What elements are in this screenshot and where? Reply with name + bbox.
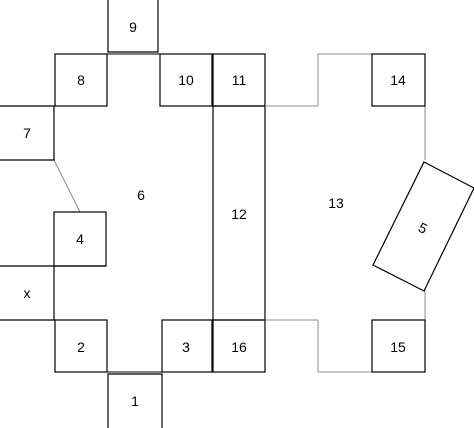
room-4: 4 xyxy=(53,211,107,267)
room-5-label: 5 xyxy=(416,219,430,237)
room-4-label: 4 xyxy=(76,231,84,247)
room-10: 10 xyxy=(159,53,213,107)
room-15: 15 xyxy=(371,319,426,373)
room-12: 12 xyxy=(212,105,266,321)
room-8-label: 8 xyxy=(77,72,85,88)
room-3-label: 3 xyxy=(182,339,190,355)
room-11-label: 11 xyxy=(232,72,247,88)
room-x: x xyxy=(0,265,106,321)
room-10-label: 10 xyxy=(178,72,194,88)
room-13-label: 13 xyxy=(328,195,344,211)
room-7: 7 xyxy=(0,105,55,161)
room-14: 14 xyxy=(371,53,426,107)
region-6-outline xyxy=(53,53,212,373)
room-16: 16 xyxy=(212,319,266,373)
room-1: 1 xyxy=(107,373,163,428)
room-5: 5 xyxy=(372,161,474,292)
room-3: 3 xyxy=(161,319,213,373)
room-2-label: 2 xyxy=(77,339,85,355)
room-16-label: 16 xyxy=(231,339,247,355)
room-6-label: 6 xyxy=(137,187,145,203)
room-15-label: 15 xyxy=(390,339,406,355)
room-14-label: 14 xyxy=(390,72,406,88)
room-8: 8 xyxy=(54,53,108,107)
room-2: 2 xyxy=(54,319,108,373)
room-7-label: 7 xyxy=(23,125,31,141)
room-1-label: 1 xyxy=(131,393,139,409)
room-11: 11 xyxy=(212,53,266,107)
room-12-label: 12 xyxy=(231,206,247,222)
room-x-label: x xyxy=(24,285,31,301)
region-13-outline xyxy=(265,53,426,373)
room-9: 9 xyxy=(107,0,159,53)
room-9-label: 9 xyxy=(129,19,137,35)
